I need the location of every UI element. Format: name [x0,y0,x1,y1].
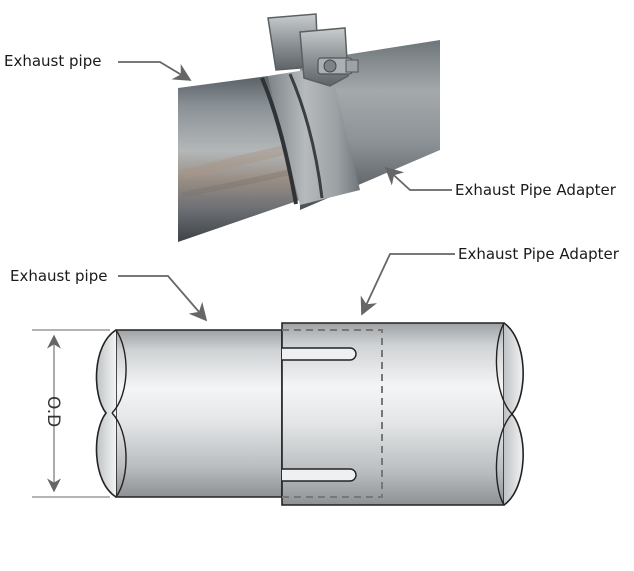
photo-label-exhaust-pipe: Exhaust pipe [4,52,101,70]
photo-adapter-sleeve [268,66,360,205]
diagram-label-exhaust-pipe: Exhaust pipe [10,267,107,285]
diagram-right-pipe-end [503,322,524,506]
photo-left-pipe [178,76,300,242]
diagram-pipe-arrow [118,275,208,322]
diagram-pipe-assembly [95,322,524,506]
diagram-lower-slot [282,468,357,482]
photo-adapter-arrow [384,166,452,191]
diagram-hidden-pipe-outline [282,329,383,498]
photo-pipe-assembly [178,13,440,242]
od-label: O.D [43,396,63,427]
photo-label-adapter: Exhaust Pipe Adapter [455,181,617,199]
diagram-upper-slot [282,347,357,361]
diagram-left-pipe [115,329,283,498]
diagram-adapter-arrow [360,253,455,316]
diagram-left-pipe-end [95,329,117,498]
photo-pipe-arrow [118,61,192,81]
od-dimension: O.D [32,329,110,498]
diagram-label-adapter: Exhaust Pipe Adapter [458,245,620,263]
